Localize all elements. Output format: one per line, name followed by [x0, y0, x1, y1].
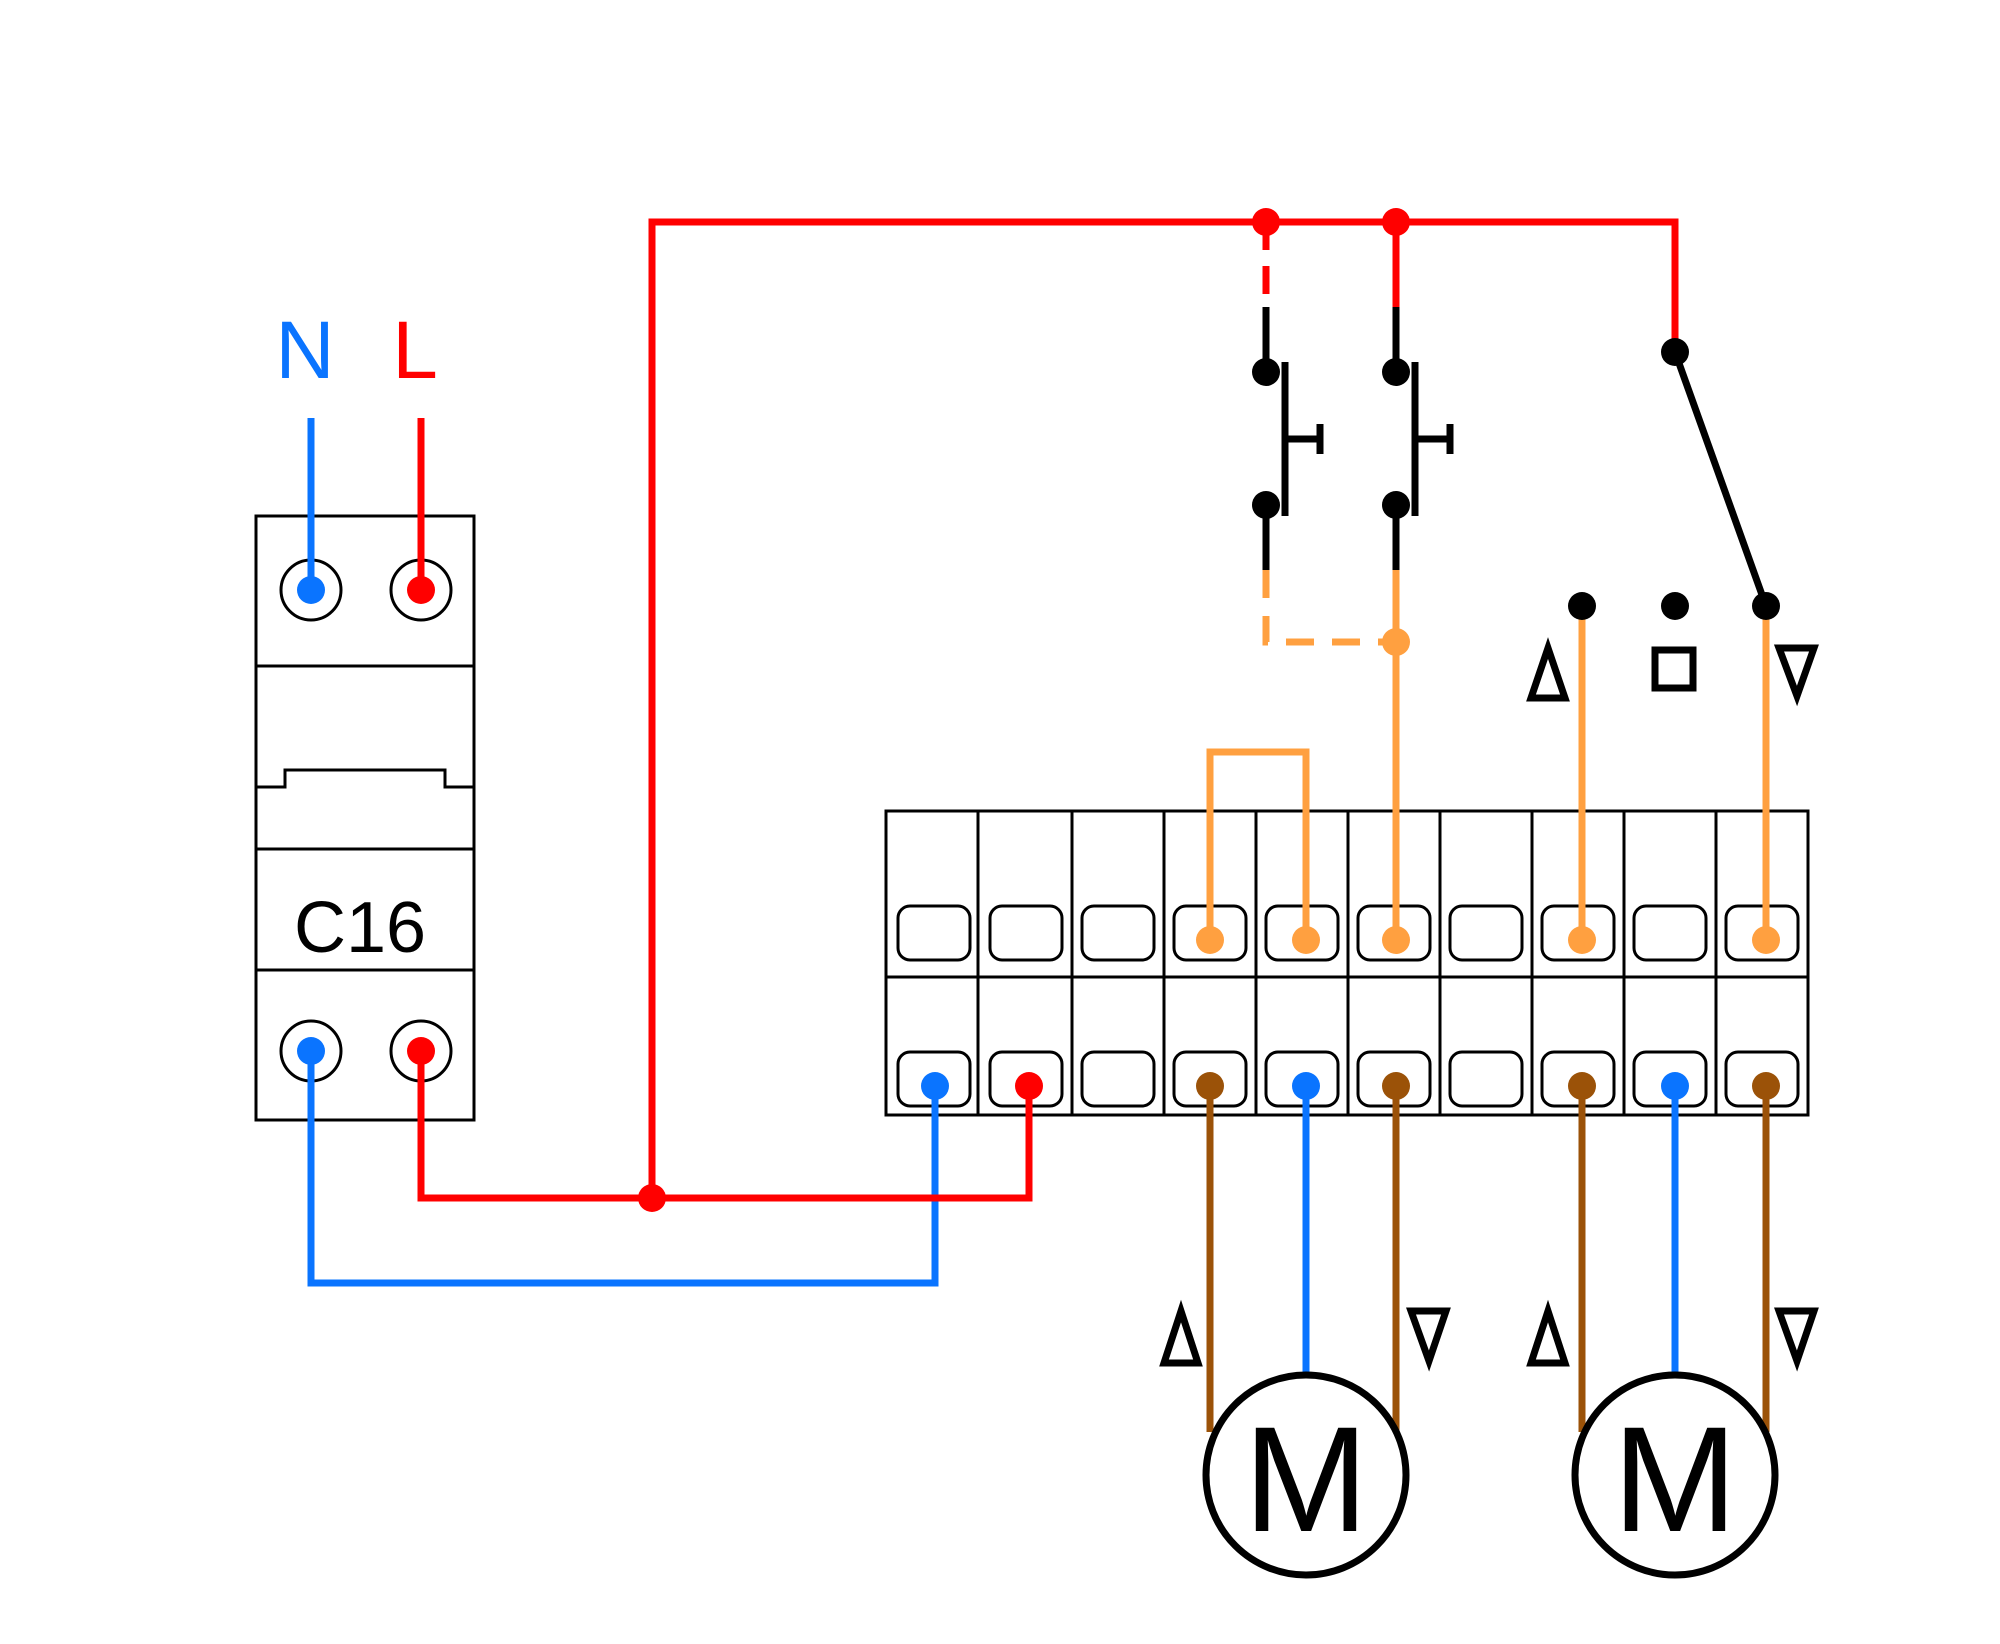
down-triangle-icon	[1406, 1307, 1451, 1372]
motor-1-label: M	[1244, 1395, 1369, 1563]
motor-2-label: M	[1613, 1395, 1738, 1563]
switch-contact-dots	[1252, 338, 1780, 620]
neutral-label: N	[275, 305, 334, 396]
stop-square-icon	[1651, 646, 1697, 692]
motor-2	[1571, 1371, 1779, 1579]
push-button-switch-1	[1262, 307, 1324, 570]
up-triangle-icon	[1159, 1299, 1203, 1367]
red-terminal-dots	[407, 208, 1410, 1212]
live-label: L	[392, 305, 438, 396]
motor-1	[1202, 1371, 1410, 1579]
motor-lead-wires	[1206, 1086, 1770, 1432]
circuit-breaker	[254, 514, 476, 1122]
live-wires	[417, 218, 1679, 1202]
brown-terminal-dots	[1196, 1072, 1780, 1100]
push-button-switch-2	[1392, 307, 1454, 570]
orange-terminal-dots	[1196, 628, 1780, 954]
up-triangle-icon	[1526, 1299, 1570, 1367]
terminal-block	[884, 809, 1810, 1117]
up-triangle-icon	[1526, 637, 1570, 702]
neutral-wires	[307, 418, 1679, 1372]
down-triangle-icon	[1774, 1307, 1819, 1372]
blue-terminal-dots	[297, 576, 1689, 1100]
down-triangle-icon	[1773, 644, 1819, 707]
selector-switch-arm	[1671, 350, 1770, 608]
breaker-rating: C16	[294, 888, 426, 968]
switched-wires	[1206, 570, 1770, 940]
